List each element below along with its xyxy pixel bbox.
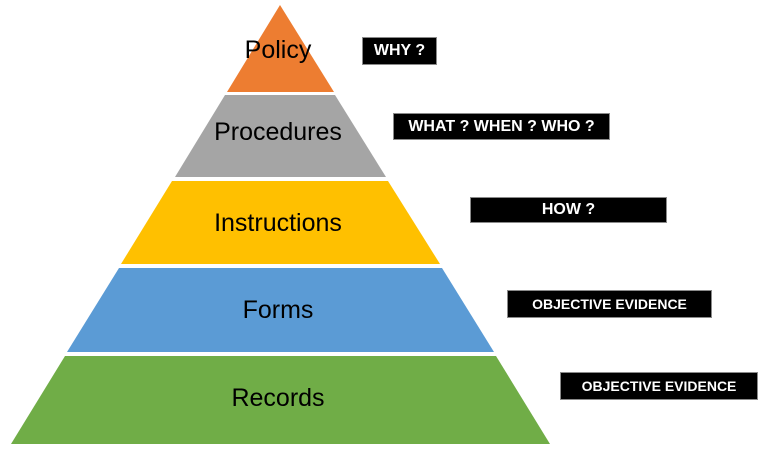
callout-objective-evidence-forms: OBJECTIVE EVIDENCE (507, 290, 712, 318)
pyramid-level-procedures-shape (175, 95, 386, 177)
pyramid-level-instructions-shape (121, 181, 440, 264)
callout-how: HOW ? (470, 197, 667, 223)
callout-what-when-who: WHAT ? WHEN ? WHO ? (393, 113, 610, 140)
pyramid-level-policy-shape (227, 5, 334, 92)
callout-objective-evidence-records: OBJECTIVE EVIDENCE (560, 372, 758, 400)
callout-why: WHY ? (362, 37, 437, 65)
pyramid-level-records-shape (11, 356, 550, 444)
pyramid-level-forms-shape (67, 268, 494, 352)
